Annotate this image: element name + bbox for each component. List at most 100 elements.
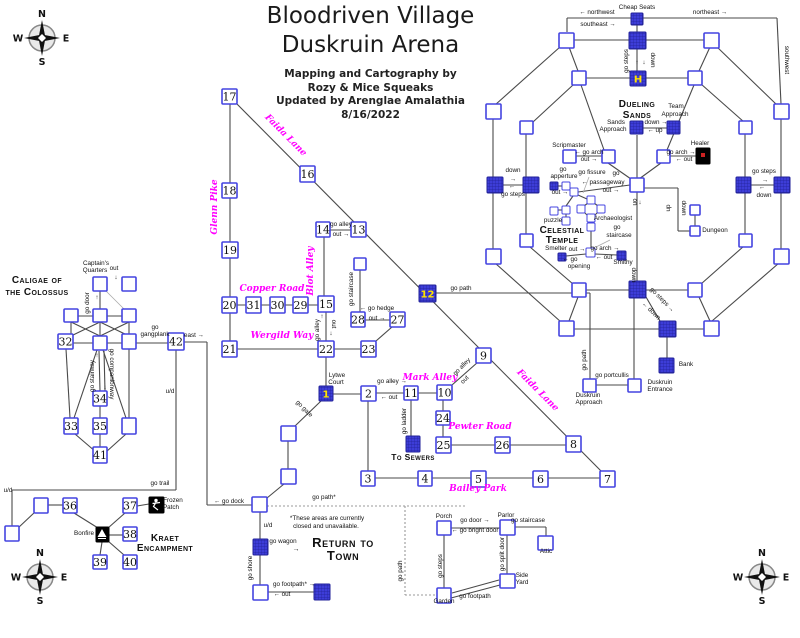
- map-path: [698, 296, 711, 322]
- map-label: down: [680, 200, 687, 216]
- compass-letter-E: E: [783, 573, 790, 584]
- room-label-12: 12: [421, 289, 435, 300]
- room: [33, 497, 49, 514]
- room: [499, 573, 516, 589]
- map-label: down: [756, 192, 772, 199]
- room-filled: [735, 176, 752, 194]
- room-filled: [666, 120, 681, 135]
- room: [485, 103, 502, 120]
- map-label: Garden: [433, 598, 455, 605]
- compass-center: [38, 34, 46, 42]
- map-label: on: [631, 198, 638, 206]
- room: [582, 378, 597, 393]
- room-label-10: 10: [438, 386, 452, 399]
- room-27: [389, 311, 406, 328]
- map-label: Duskruin: [648, 379, 673, 386]
- map-path: [104, 289, 125, 310]
- room-label-7: 7: [604, 473, 611, 486]
- map-label: Captain's: [83, 260, 109, 267]
- room-label-14: 14: [316, 223, 330, 236]
- room: [586, 213, 596, 223]
- compass-letter-W: W: [11, 573, 22, 584]
- map-label: ↑: [320, 313, 323, 320]
- map-label: Archaeologist: [594, 215, 632, 222]
- map-label: Healer: [691, 140, 710, 147]
- room-label-29: 29: [294, 299, 308, 312]
- room-label-30: 30: [271, 299, 285, 312]
- room-26: [494, 436, 511, 454]
- map-label: gangplank: [140, 331, 170, 338]
- room-filled: [522, 176, 540, 194]
- map-path: [73, 349, 98, 419]
- room-label-21: 21: [223, 343, 237, 356]
- runner-icon: [152, 501, 161, 511]
- map-label: Dungeon: [702, 227, 728, 234]
- room-7: [599, 470, 616, 488]
- map-label: Return to: [312, 535, 374, 550]
- map-path: [70, 321, 101, 337]
- map-label: Temple: [546, 235, 579, 246]
- room-40: [122, 554, 138, 570]
- compass-center: [36, 573, 44, 581]
- bonfire-icon: [97, 529, 107, 537]
- compass-letter-S: S: [37, 596, 44, 607]
- room-black: [148, 496, 165, 514]
- compass-center: [758, 573, 766, 581]
- room: [519, 120, 534, 135]
- map-label: out →: [569, 246, 586, 253]
- map-path: [266, 483, 285, 499]
- map-label: Encampment: [137, 543, 193, 554]
- map-label: Mark Alley: [402, 373, 458, 383]
- room-filled: [486, 176, 504, 194]
- map-path: [776, 17, 782, 105]
- map-label: go path: [450, 285, 472, 292]
- room-29: [292, 296, 309, 314]
- room: [773, 103, 790, 120]
- map-label: Lytwe: [329, 372, 346, 379]
- room-18: [221, 182, 238, 199]
- room-label-15: 15: [319, 298, 333, 311]
- map-label: go: [559, 166, 567, 173]
- map-label: Dueling: [619, 99, 656, 110]
- map-label: go: [612, 170, 620, 177]
- map-path: [700, 245, 745, 285]
- map-label: ← out: [676, 156, 693, 163]
- compass-letter-W: W: [733, 573, 744, 584]
- map-label: ↓: [329, 330, 332, 337]
- room-label-24: 24: [436, 412, 450, 425]
- room: [738, 233, 753, 248]
- room-6: [532, 470, 549, 488]
- room-label-13: 13: [352, 223, 366, 236]
- room-label-40: 40: [123, 556, 137, 569]
- room: [558, 32, 575, 49]
- map-label: closed and unavailable.: [293, 523, 359, 530]
- room-label-32: 32: [59, 335, 73, 348]
- map-path: [450, 584, 501, 599]
- room: [121, 276, 137, 292]
- map-path: [65, 348, 71, 419]
- map-label: go steps: [501, 191, 525, 198]
- map-label: Town: [327, 548, 359, 563]
- compass-letter-S: S: [759, 596, 766, 607]
- map-label: out →: [552, 189, 569, 196]
- map-path: [451, 579, 500, 594]
- map-label: go staircase: [348, 272, 355, 306]
- map-label: Frozen: [163, 497, 183, 504]
- room-filled: [773, 176, 791, 194]
- map-label: go footpath* →: [273, 581, 315, 588]
- room: [562, 149, 577, 164]
- room-1: [318, 385, 334, 402]
- room: [703, 320, 720, 337]
- room-label-39: 39: [93, 556, 107, 569]
- map-label: Wergild Way: [251, 331, 315, 341]
- map-label: go path: [397, 560, 404, 582]
- room: [571, 282, 587, 298]
- room: [436, 520, 452, 536]
- room-filled: [616, 250, 627, 261]
- room-label-16: 16: [301, 168, 315, 181]
- map-path: [107, 540, 125, 556]
- room-filled: [628, 280, 647, 299]
- room: [703, 32, 720, 49]
